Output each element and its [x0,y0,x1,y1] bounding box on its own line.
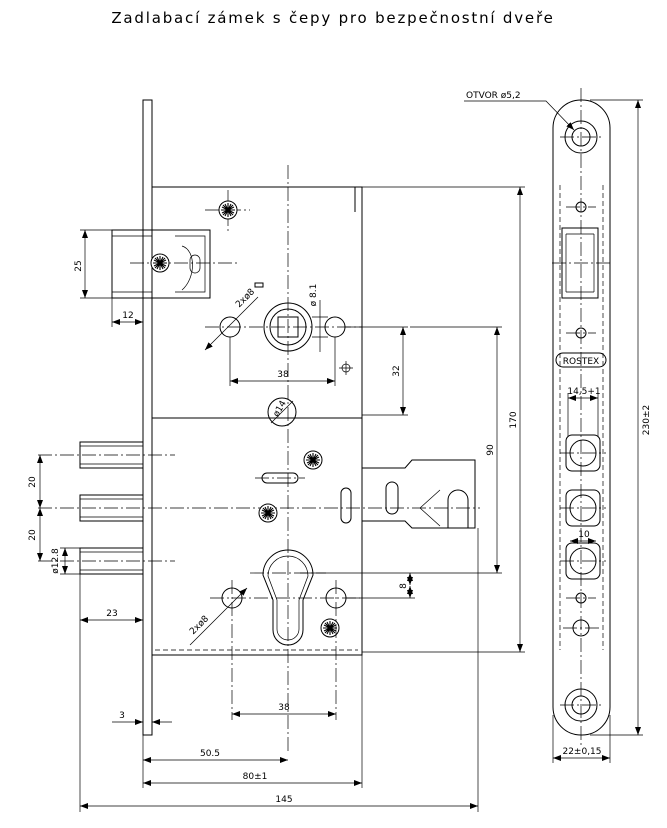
svg-text:25: 25 [74,260,84,271]
dim-latch-projection: 12 [111,298,143,327]
small-round-hole [267,397,297,427]
svg-text:145: 145 [275,795,292,805]
dim-faceplate-thickness: 3 [112,711,172,725]
dim-overall-width: 145 [80,528,479,812]
svg-text:23: 23 [106,609,117,619]
cylinder-cutout [262,549,314,646]
dim-bolt-projection: 23 [79,574,144,812]
faceplate-outline [552,99,611,736]
dim-bolt-diameter: ø12.8 [51,547,80,575]
handle-follower [263,302,313,352]
drawing-title: Zadlabací zámek s čepy pro bezpečnostní … [111,9,554,27]
dim-latch-height: 25 [74,229,112,299]
svg-text:20: 20 [28,476,38,488]
vertical-slot [340,487,352,524]
brand-badge: ROSTEX [555,352,607,368]
dim-cylinder-offset: 8 [346,573,415,599]
dim-upper-hole-spacing: 38 [229,337,336,386]
dim-faceplate-length: 230±2 [590,99,652,736]
hole-14-leader [270,400,294,424]
dim-bolt-spacing: 10 [570,530,596,544]
svg-text:14,5+1: 14,5+1 [567,387,600,397]
dim-upper-holes: 2xø8 [204,287,259,351]
svg-text:2xø8: 2xø8 [188,614,211,637]
dim-lower-holes: 2xø8 [188,587,248,646]
svg-text:ø 8.1: ø 8.1 [309,284,319,307]
svg-text:20: 20 [28,529,38,541]
svg-text:2xø8: 2xø8 [234,287,257,310]
faceplate-view: OTVOR ø5,2 ROSTEX 14,5+1 [464,88,652,763]
dim-case-depth: 80±1 [143,655,363,788]
dim-case-height: 170 [362,186,525,653]
dim-faceplate-width: 22±0,15 [552,715,611,763]
dim-bolt-pitch: 20 20 [28,455,43,561]
dead-bolts [79,441,144,575]
svg-text:ø12.8: ø12.8 [51,548,61,574]
faceplate-bottom-hole [560,688,602,722]
dim-follower-to-cylinder: 90 [300,326,502,574]
hole-note: OTVOR ø5,2 [464,91,575,131]
front-centerlines [38,165,480,752]
dim-backset: 50.5 [142,735,288,788]
lock-case [151,186,363,656]
svg-text:170: 170 [509,411,519,428]
faceplate-bolt-windows [560,434,606,580]
faceplate-latch-window [552,227,610,299]
screw-icon [258,503,278,523]
svg-text:38: 38 [277,370,289,380]
svg-text:10: 10 [578,530,590,540]
dim-lower-hole-spacing: 38 [232,703,336,717]
svg-text:3: 3 [119,711,125,721]
svg-text:50.5: 50.5 [200,749,220,759]
svg-text:22±0,15: 22±0,15 [562,747,601,757]
svg-text:90: 90 [486,444,496,456]
bolt-carrier [362,459,476,529]
dim-bolt-window-width: 14,5+1 [567,387,601,437]
screw-icon [218,200,238,220]
svg-text:80±1: 80±1 [243,772,268,782]
svg-text:8: 8 [399,583,409,589]
screw-icon [150,253,170,273]
faceplate-edge [142,99,153,736]
faceplate-top-hole [560,120,602,154]
svg-text:32: 32 [392,365,402,376]
dim-follower-offset: 32 [345,326,408,416]
svg-text:230±2: 230±2 [642,405,652,435]
crosshair-mark [339,361,353,375]
svg-text:ROSTEX: ROSTEX [563,357,599,367]
svg-text:12: 12 [122,311,133,321]
svg-text:38: 38 [278,703,290,713]
front-view: 25 12 2xø8 ø 8.1 38 32 ø1 [28,99,525,812]
screw-icon [303,450,323,470]
svg-text:OTVOR ø5,2: OTVOR ø5,2 [466,91,521,101]
dim-follower-hole: ø 8.1 [309,284,328,352]
small-marker [254,282,264,288]
dim-small-hole: ø14 [272,399,289,419]
